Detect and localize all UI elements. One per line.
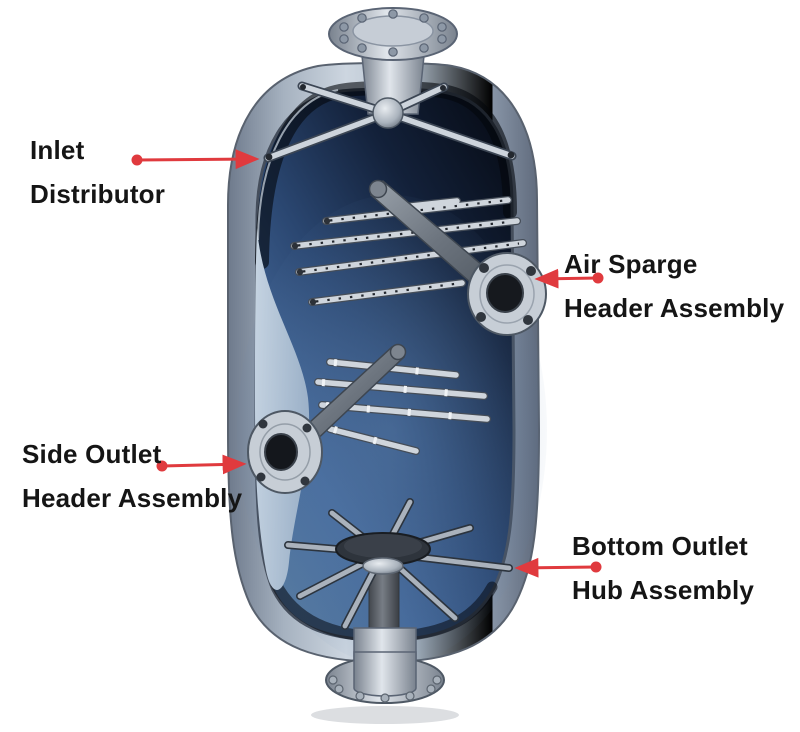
label-inlet-distributor-line1: Inlet [30, 135, 85, 165]
top-inlet-nozzle [328, 7, 458, 115]
label-air-sparge-line2: Header Assembly [564, 293, 785, 323]
bottom-flange-bolt-holes [328, 675, 442, 703]
bottom-nozzle-stub [353, 651, 417, 697]
top-flange-bolt-holes [339, 9, 447, 57]
bottom-hub-collar [362, 557, 404, 575]
label-bottom-outlet: Bottom Outlet Hub Assembly [572, 524, 754, 612]
side-outlet-header-cap [389, 343, 407, 361]
label-side-outlet-line1: Side Outlet [22, 439, 162, 469]
sparge-lateral-end-caps [291, 217, 331, 306]
side-outlet-header-graphic [247, 343, 491, 494]
ground-shadow [311, 706, 459, 724]
leader-arrow-side-outlet [156, 454, 247, 475]
air-sparge-header-graphic [290, 179, 547, 336]
label-air-sparge-line1: Air Sparge [564, 249, 698, 279]
label-air-sparge: Air Sparge Header Assembly [564, 242, 784, 330]
leader-arrow-air-sparge [534, 268, 604, 289]
bottom-outlet-nozzle [311, 627, 459, 724]
leader-arrow-inlet-distributor [131, 149, 260, 170]
inlet-distributor-graphic [263, 81, 517, 163]
vessel-inner-wall-band [255, 228, 310, 590]
side-outlet-flange [247, 410, 323, 494]
label-inlet-distributor: Inlet Distributor [30, 128, 165, 216]
leader-arrow-bottom-outlet [514, 557, 602, 578]
label-bottom-outlet-line2: Hub Assembly [572, 575, 755, 605]
label-bottom-outlet-line1: Bottom Outlet [572, 531, 748, 561]
label-side-outlet-line2: Header Assembly [22, 483, 243, 513]
distributor-arm-tips [265, 84, 515, 161]
label-side-outlet: Side Outlet Header Assembly [22, 432, 242, 520]
bottom-hub-disc-top [344, 534, 422, 558]
leader-arrows [131, 149, 604, 578]
label-inlet-distributor-line2: Distributor [30, 179, 166, 209]
sparge-header-cap [368, 179, 388, 199]
sparge-flange [467, 252, 547, 336]
distributor-hub [372, 97, 404, 129]
